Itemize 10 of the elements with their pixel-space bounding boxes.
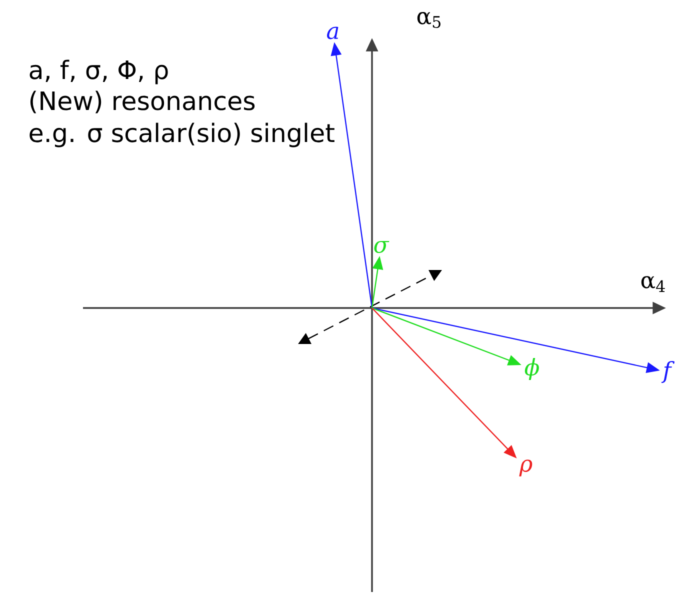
vector-label: f [661, 361, 675, 383]
note-text: a, f, σ, Φ, ρ [30, 60, 168, 84]
vector-label: ρ [519, 460, 532, 476]
axis-label: α$_{4}$ [641, 276, 665, 292]
vector-label: a [327, 26, 338, 40]
vector-label: σ [374, 240, 390, 254]
note-text: (New) resonances [30, 90, 255, 114]
vector-label: ϕ [524, 358, 539, 380]
note-text: e.g. σ scalar(sio) singlet [30, 122, 334, 148]
axis-label: α$_{5}$ [417, 12, 440, 28]
